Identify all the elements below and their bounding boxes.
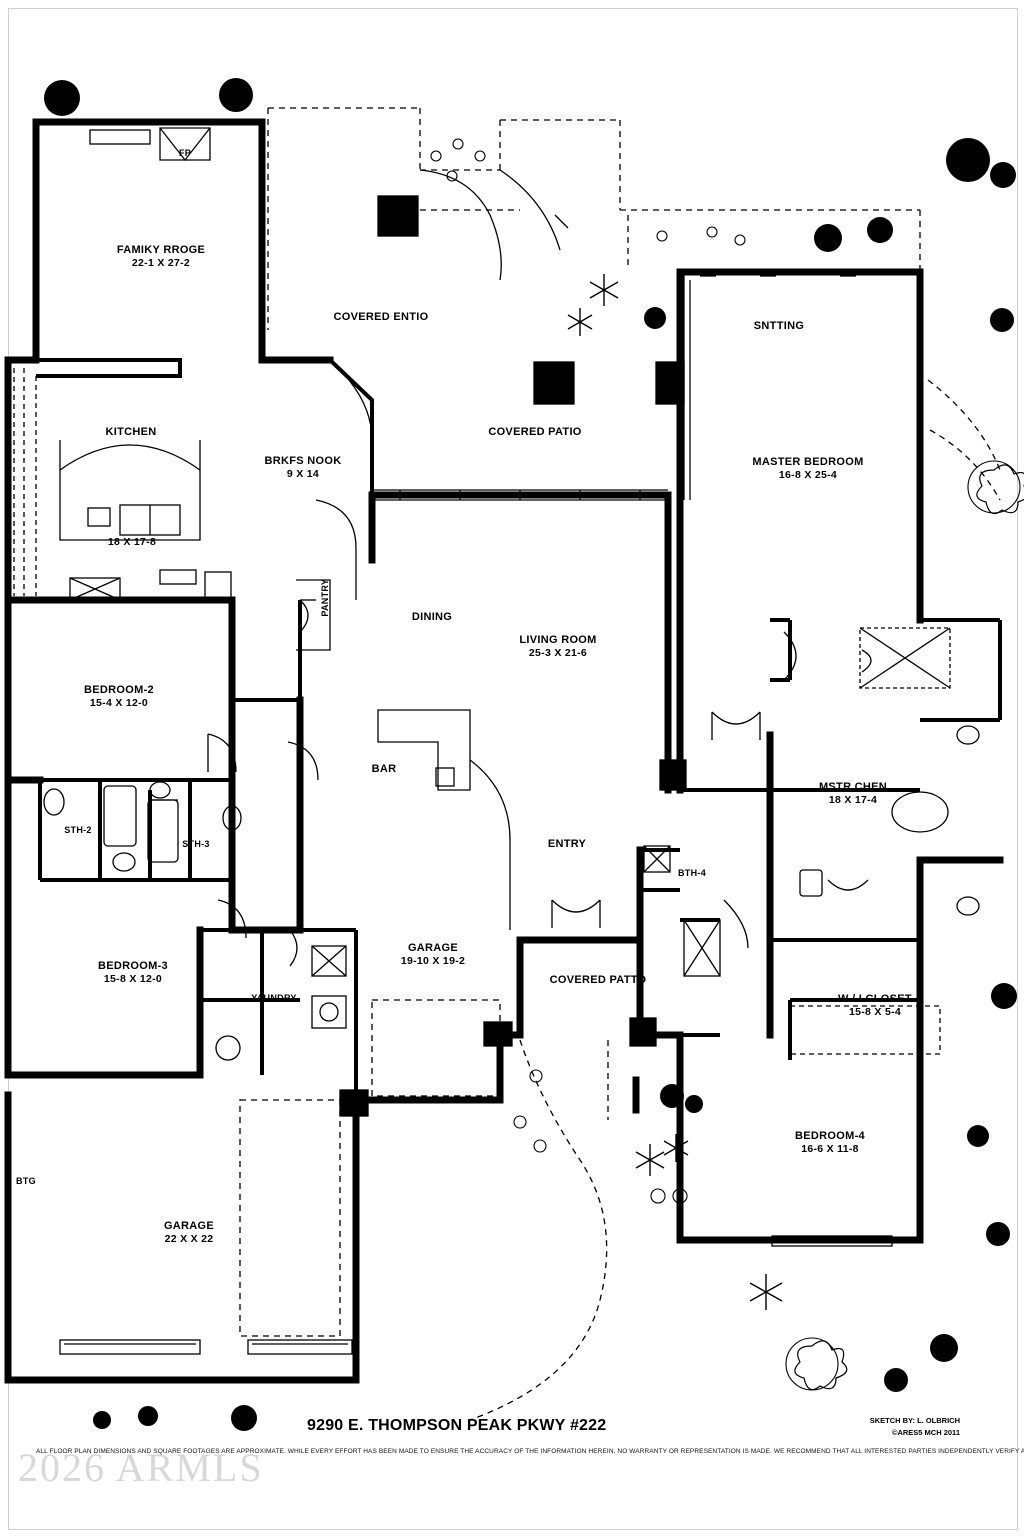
room-label-pantry: PANTRY xyxy=(314,568,334,628)
room-label-bedroom-4: BEDROOM-4 16-6 X 11-8 xyxy=(750,1130,910,1156)
room-name: STH-3 xyxy=(182,839,210,849)
room-label-master-bedroom: MASTER BEDROOM 16-8 X 25-4 xyxy=(716,456,900,482)
room-dims: 18 X 17-4 xyxy=(828,794,878,807)
room-label-living-room: LIVING ROOM 25-3 X 21-6 xyxy=(478,634,638,660)
sketch-credit-line-2: ©ARES5 MCH 2011 xyxy=(891,1428,960,1437)
room-label-garage-1: GARAGE 19-10 X 19-2 xyxy=(368,942,498,968)
room-name: STH-2 xyxy=(64,825,92,835)
room-name: SNTTING xyxy=(753,320,805,332)
room-name: BTG xyxy=(16,1176,36,1186)
sketch-credit-line-1: SKETCH BY: L. OLBRICH xyxy=(869,1416,960,1425)
room-name: KITCHEN xyxy=(105,426,157,438)
room-label-kitchen: KITCHEN xyxy=(56,426,206,439)
room-dims: 22 X X 22 xyxy=(164,1233,214,1246)
room-label-breakfast-nook: BRKFS NOOK 9 X 14 xyxy=(238,455,368,481)
room-name: GARAGE xyxy=(163,1220,215,1232)
room-name: BRKFS NOOK xyxy=(264,455,342,467)
room-name: PANTRY xyxy=(320,578,331,617)
room-name: GARAGE xyxy=(407,942,459,954)
room-name: BEDROOM-4 xyxy=(795,1130,865,1142)
room-label-master-bath: MSTR CHEN 18 X 17-4 xyxy=(788,781,918,807)
room-name: FAMIKY RROGE xyxy=(116,244,206,256)
room-label-bath-4: BTH-4 xyxy=(660,862,724,882)
room-dims: 22-1 X 27-2 xyxy=(131,257,191,270)
room-label-bath-2: STH-2 xyxy=(46,819,110,839)
room-label-dining: DINING xyxy=(382,611,482,624)
room-label-laundry: YAUNDRY xyxy=(234,987,314,1007)
watermark: 2026 ARMLS xyxy=(18,1445,264,1490)
room-label-bedroom-3: BEDROOM-3 15-8 X 12-0 xyxy=(58,960,208,986)
room-name: COVERED PATTO xyxy=(549,974,647,986)
room-dims: 15-8 X 12-0 xyxy=(103,973,163,986)
room-name: BTH-4 xyxy=(678,868,706,878)
room-name: MSTR CHEN xyxy=(818,781,888,793)
room-dims: 15-8 X 5-4 xyxy=(848,1006,902,1019)
room-dims: 15-4 X 12-0 xyxy=(89,697,149,710)
room-dims: 19-10 X 19-2 xyxy=(400,955,466,968)
room-label-bedroom-2: BEDROOM-2 15-4 X 12-0 xyxy=(44,684,194,710)
room-name: DINING xyxy=(411,611,453,623)
room-label-family-room: FAMIKY RROGE 22-1 X 27-2 xyxy=(66,244,256,270)
room-name: COVERED PATIO xyxy=(488,426,582,438)
room-label-bath-3: STH-3 xyxy=(164,833,228,853)
plan-title: 9290 E. THOMPSON PEAK PKWY #222 xyxy=(307,1417,607,1434)
room-label-kitchen-dims: 18 X 17-8 xyxy=(58,536,206,549)
room-name: COVERED ENTIO xyxy=(333,311,429,323)
room-label-covered-patio: COVERED PATIO xyxy=(460,426,610,439)
fireplace-label: FP xyxy=(168,142,202,162)
room-name: FP xyxy=(178,148,192,158)
room-name: BEDROOM-3 xyxy=(98,960,168,972)
room-dims: 16-8 X 25-4 xyxy=(778,469,838,482)
room-label-bar: BAR xyxy=(356,763,412,776)
room-label-garage-2: GARAGE 22 X X 22 xyxy=(122,1220,256,1246)
room-name: W / I CLOSET xyxy=(838,993,912,1005)
room-dims: 25-3 X 21-6 xyxy=(528,647,588,660)
room-label-btg: BTG xyxy=(4,1170,48,1190)
disclaimer-text: ALL FLOOR PLAN DIMENSIONS AND SQUARE FOO… xyxy=(36,1448,1024,1455)
room-label-entry: ENTRY xyxy=(522,838,612,851)
room-name: LIVING ROOM xyxy=(519,634,597,646)
room-label-walk-in-closet: W / I CLOSET 15-8 X 5-4 xyxy=(800,993,950,1019)
room-name: BAR xyxy=(371,763,397,775)
room-label-covered-patto: COVERED PATTO xyxy=(518,974,678,987)
room-name: YAUNDRY xyxy=(251,993,297,1003)
room-label-sitting: SNTTING xyxy=(714,320,844,333)
room-dims: 16-6 X 11-8 xyxy=(801,1143,859,1156)
room-name: ENTRY xyxy=(547,838,587,850)
room-dims: 9 X 14 xyxy=(286,468,320,481)
room-dims: 18 X 17-8 xyxy=(107,536,157,548)
room-name: MASTER BEDROOM xyxy=(752,456,864,468)
room-name: BEDROOM-2 xyxy=(84,684,154,696)
room-label-covered-entio: COVERED ENTIO xyxy=(306,311,456,324)
